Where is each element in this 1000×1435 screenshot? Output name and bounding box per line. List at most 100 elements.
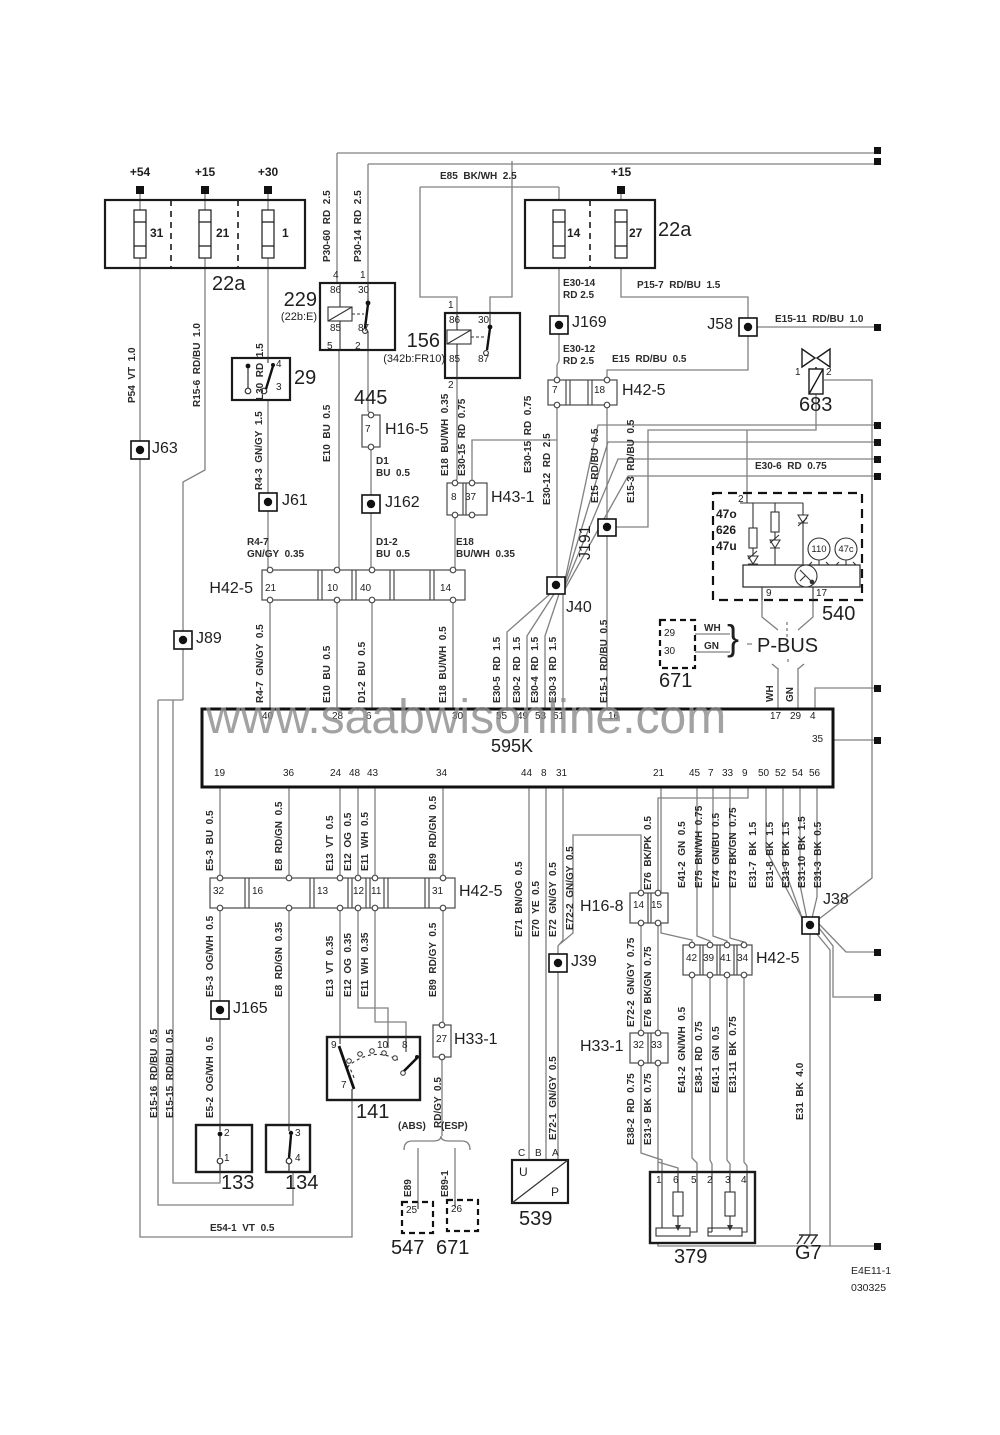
pin-number: 10 xyxy=(377,1040,389,1051)
wire-label: E73 BK/GN 0.75 xyxy=(728,807,739,888)
wire-label: E41-1 GN 0.5 xyxy=(711,1026,722,1093)
pin-number: 3 xyxy=(276,382,282,393)
wire-label: E31 BK 4.0 xyxy=(795,1062,806,1120)
component-label: H43-1 xyxy=(491,489,535,506)
pin-number: 21 xyxy=(653,768,665,779)
pin-number: 110 xyxy=(811,544,827,555)
pin-number: 2 xyxy=(224,1128,230,1139)
component-label: 133 xyxy=(221,1172,255,1194)
wire-label: E5-2 OG/WH 0.5 xyxy=(205,1036,216,1118)
wire-label: E8 RD/GN 0.35 xyxy=(274,921,285,997)
wire-label: E89 xyxy=(403,1179,414,1197)
pin-number: 56 xyxy=(809,768,821,779)
pin-number: 5 xyxy=(691,1175,697,1186)
pin-number: 1 xyxy=(795,367,801,378)
pin-number: 55 xyxy=(496,711,508,722)
switch-141 xyxy=(325,1035,422,1102)
wire-label: R4-3 GN/GY 1.5 xyxy=(254,411,265,490)
pin-number: 6 xyxy=(366,711,372,722)
pin-number: 25 xyxy=(406,1205,418,1216)
pin-number: 15 xyxy=(651,900,663,911)
component-label: H42-5 xyxy=(622,382,666,399)
pin-number: 24 xyxy=(330,768,342,779)
wire-label: E71 BN/OG 0.5 xyxy=(514,861,525,937)
wire-label: E18 xyxy=(456,537,474,548)
terminal-label: 47o xyxy=(716,507,737,521)
wire-label: D1-2 xyxy=(376,537,398,548)
wire-label: E15-3 RD/BU 0.5 xyxy=(626,419,637,503)
pin-number: 4 xyxy=(810,711,816,722)
pin-number: 40 xyxy=(360,583,372,594)
pin-number: 86 xyxy=(330,285,342,296)
wire-label: E41-2 GN/WH 0.5 xyxy=(677,1006,688,1093)
pin-number: 54 xyxy=(792,768,804,779)
connector-h42-5-row2 xyxy=(209,874,456,912)
pin-number: A xyxy=(552,1148,559,1159)
switch-133 xyxy=(194,1123,254,1174)
wire-label: E18 BU/WH 0.35 xyxy=(440,393,451,476)
wire-label: E11 WH 0.35 xyxy=(360,932,371,997)
pin-number: 7 xyxy=(552,385,558,396)
component-label: 671 xyxy=(659,670,693,692)
pin-number: 32 xyxy=(213,886,225,897)
wire-label: BU/WH 0.35 xyxy=(456,549,515,560)
wire-label: E15 RD/BU 0.5 xyxy=(590,428,601,503)
relay-156 xyxy=(443,311,522,380)
wire-label: E15 RD/BU 0.5 xyxy=(612,354,687,365)
pin-number: 7 xyxy=(341,1080,347,1091)
component-label: 29 xyxy=(294,367,317,389)
wire-label: GN/GY 0.35 xyxy=(247,549,305,560)
connector-h16-5 xyxy=(361,411,381,451)
pin-number: 4 xyxy=(741,1175,747,1186)
wire-label: E15-15 RD/BU 0.5 xyxy=(165,1029,176,1118)
switch-134 xyxy=(264,1123,312,1174)
wire-label: E31-9 BK 1.5 xyxy=(781,821,792,888)
pin-number: 2 xyxy=(448,380,454,391)
pin-number: 6 xyxy=(673,1175,679,1186)
pin-number: 21 xyxy=(265,583,277,594)
wire-label: E38-1 RD 0.75 xyxy=(694,1021,705,1093)
wire-label: BU 0.5 xyxy=(376,549,410,560)
wire-label: E10 BU 0.5 xyxy=(322,404,333,462)
wire-label: P15-7 RD/BU 1.5 xyxy=(637,280,721,291)
pin-number: 3 xyxy=(725,1175,731,1186)
wire-label: E89 RD/GY 0.5 xyxy=(428,922,439,997)
pin-number: 31 xyxy=(556,768,568,779)
pin-number: 53 xyxy=(535,711,547,722)
component-label: H42-5 xyxy=(459,883,503,900)
connector-h42-5-row3 xyxy=(682,941,753,979)
wire-label: E30-12 RD 2.5 xyxy=(542,433,553,505)
pin-number: 2 xyxy=(826,367,832,378)
pin-number: 49 xyxy=(517,711,529,722)
pin-number: 17 xyxy=(770,711,782,722)
wire-label: E15-16 RD/BU 0.5 xyxy=(149,1029,160,1118)
component-label: 595K xyxy=(491,736,534,756)
component-label: J162 xyxy=(385,494,420,511)
offpage-arrow-squares xyxy=(874,147,881,1250)
wire-label: E30-12 xyxy=(563,344,596,355)
connector-h42-5-row1 xyxy=(261,566,466,604)
component-label: H33-1 xyxy=(454,1031,498,1048)
wire-label: RD 2.5 xyxy=(563,356,595,367)
component-label: G7 xyxy=(795,1242,822,1264)
wire-label: E72-1 GN/GY 0.5 xyxy=(548,1056,559,1140)
pin-number: 4 xyxy=(295,1153,301,1164)
fuse-box-22a-left xyxy=(103,198,307,270)
terminal-label: +54 xyxy=(129,165,151,179)
relay-229 xyxy=(318,281,397,352)
wire-label: D1 xyxy=(376,456,389,467)
wire-label: E12 OG 0.35 xyxy=(343,933,354,997)
pin-number: 4 xyxy=(333,270,339,281)
pin-number: 28 xyxy=(332,711,344,722)
component-label: 156 xyxy=(406,330,440,352)
pin-number: 2 xyxy=(355,341,361,352)
component-label: 22a xyxy=(212,273,246,295)
unit-671-box xyxy=(658,618,697,670)
wire-label: R4-7 xyxy=(247,537,269,548)
component-label: 671 xyxy=(436,1237,470,1259)
pin-number: 32 xyxy=(633,1040,645,1051)
pin-number: 37 xyxy=(465,492,477,503)
wire-label: GN xyxy=(785,687,796,702)
wire-label: E54-1 VT 0.5 xyxy=(210,1223,275,1234)
